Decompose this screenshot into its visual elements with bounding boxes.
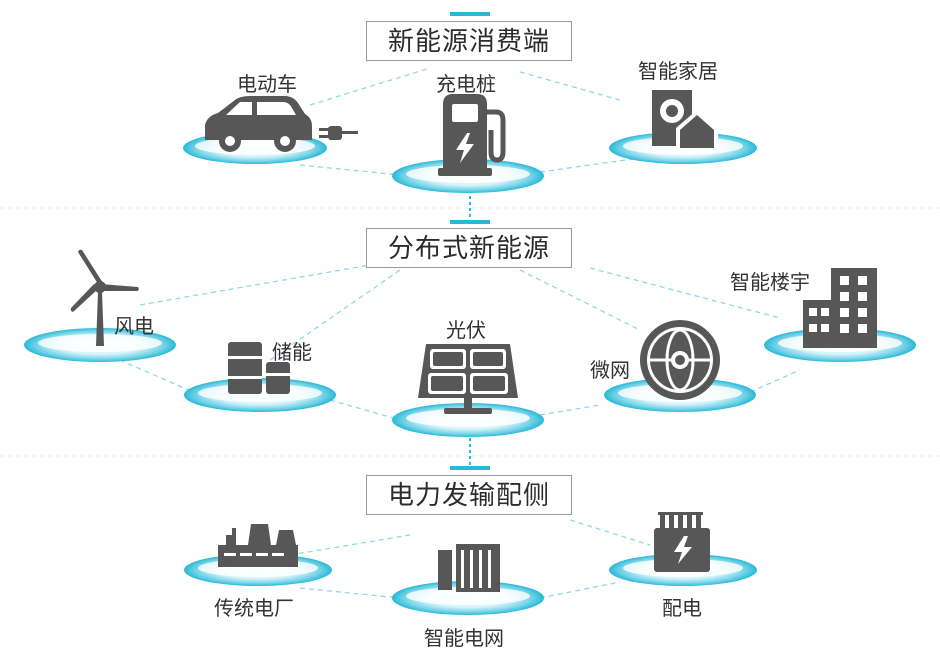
label-energy-storage: 储能	[272, 340, 312, 364]
globe-network-icon	[640, 320, 720, 400]
label-photovoltaic: 光伏	[446, 318, 486, 342]
disc-solar	[392, 403, 544, 437]
links-middle	[119, 264, 801, 421]
car-icon	[205, 96, 312, 152]
links-bottom	[289, 519, 651, 599]
label-wind-power: 风电	[114, 314, 154, 338]
section-title-distributed: 分布式新能源	[366, 228, 572, 268]
label-distribution: 配电	[662, 596, 702, 620]
links-top	[299, 67, 641, 176]
transformer-icon	[654, 512, 710, 572]
smart-home-icon	[652, 90, 718, 148]
charging-pile-icon	[438, 94, 506, 176]
label-smart-grid: 智能电网	[424, 626, 504, 650]
wind-turbine-icon	[70, 249, 139, 346]
label-microgrid: 微网	[590, 358, 630, 382]
building-icon	[803, 268, 877, 348]
section-title-grid-side: 电力发输配侧	[366, 475, 572, 515]
label-charging-pile: 充电桩	[436, 72, 496, 96]
label-smart-building: 智能楼宇	[730, 270, 810, 294]
section-title-consumer: 新能源消费端	[366, 21, 572, 61]
title-accent-bar	[450, 466, 490, 470]
title-accent-bar	[450, 220, 490, 224]
label-electric-car: 电动车	[237, 72, 297, 96]
plug-icon	[319, 126, 358, 140]
grid-panel-icon	[438, 544, 500, 592]
solar-panel-icon	[418, 344, 518, 414]
battery-barrel-icon	[228, 342, 290, 394]
label-smart-home: 智能家居	[638, 59, 718, 83]
power-plant-icon	[218, 524, 298, 567]
title-accent-bar	[450, 12, 490, 16]
label-power-plant: 传统电厂	[214, 596, 294, 620]
